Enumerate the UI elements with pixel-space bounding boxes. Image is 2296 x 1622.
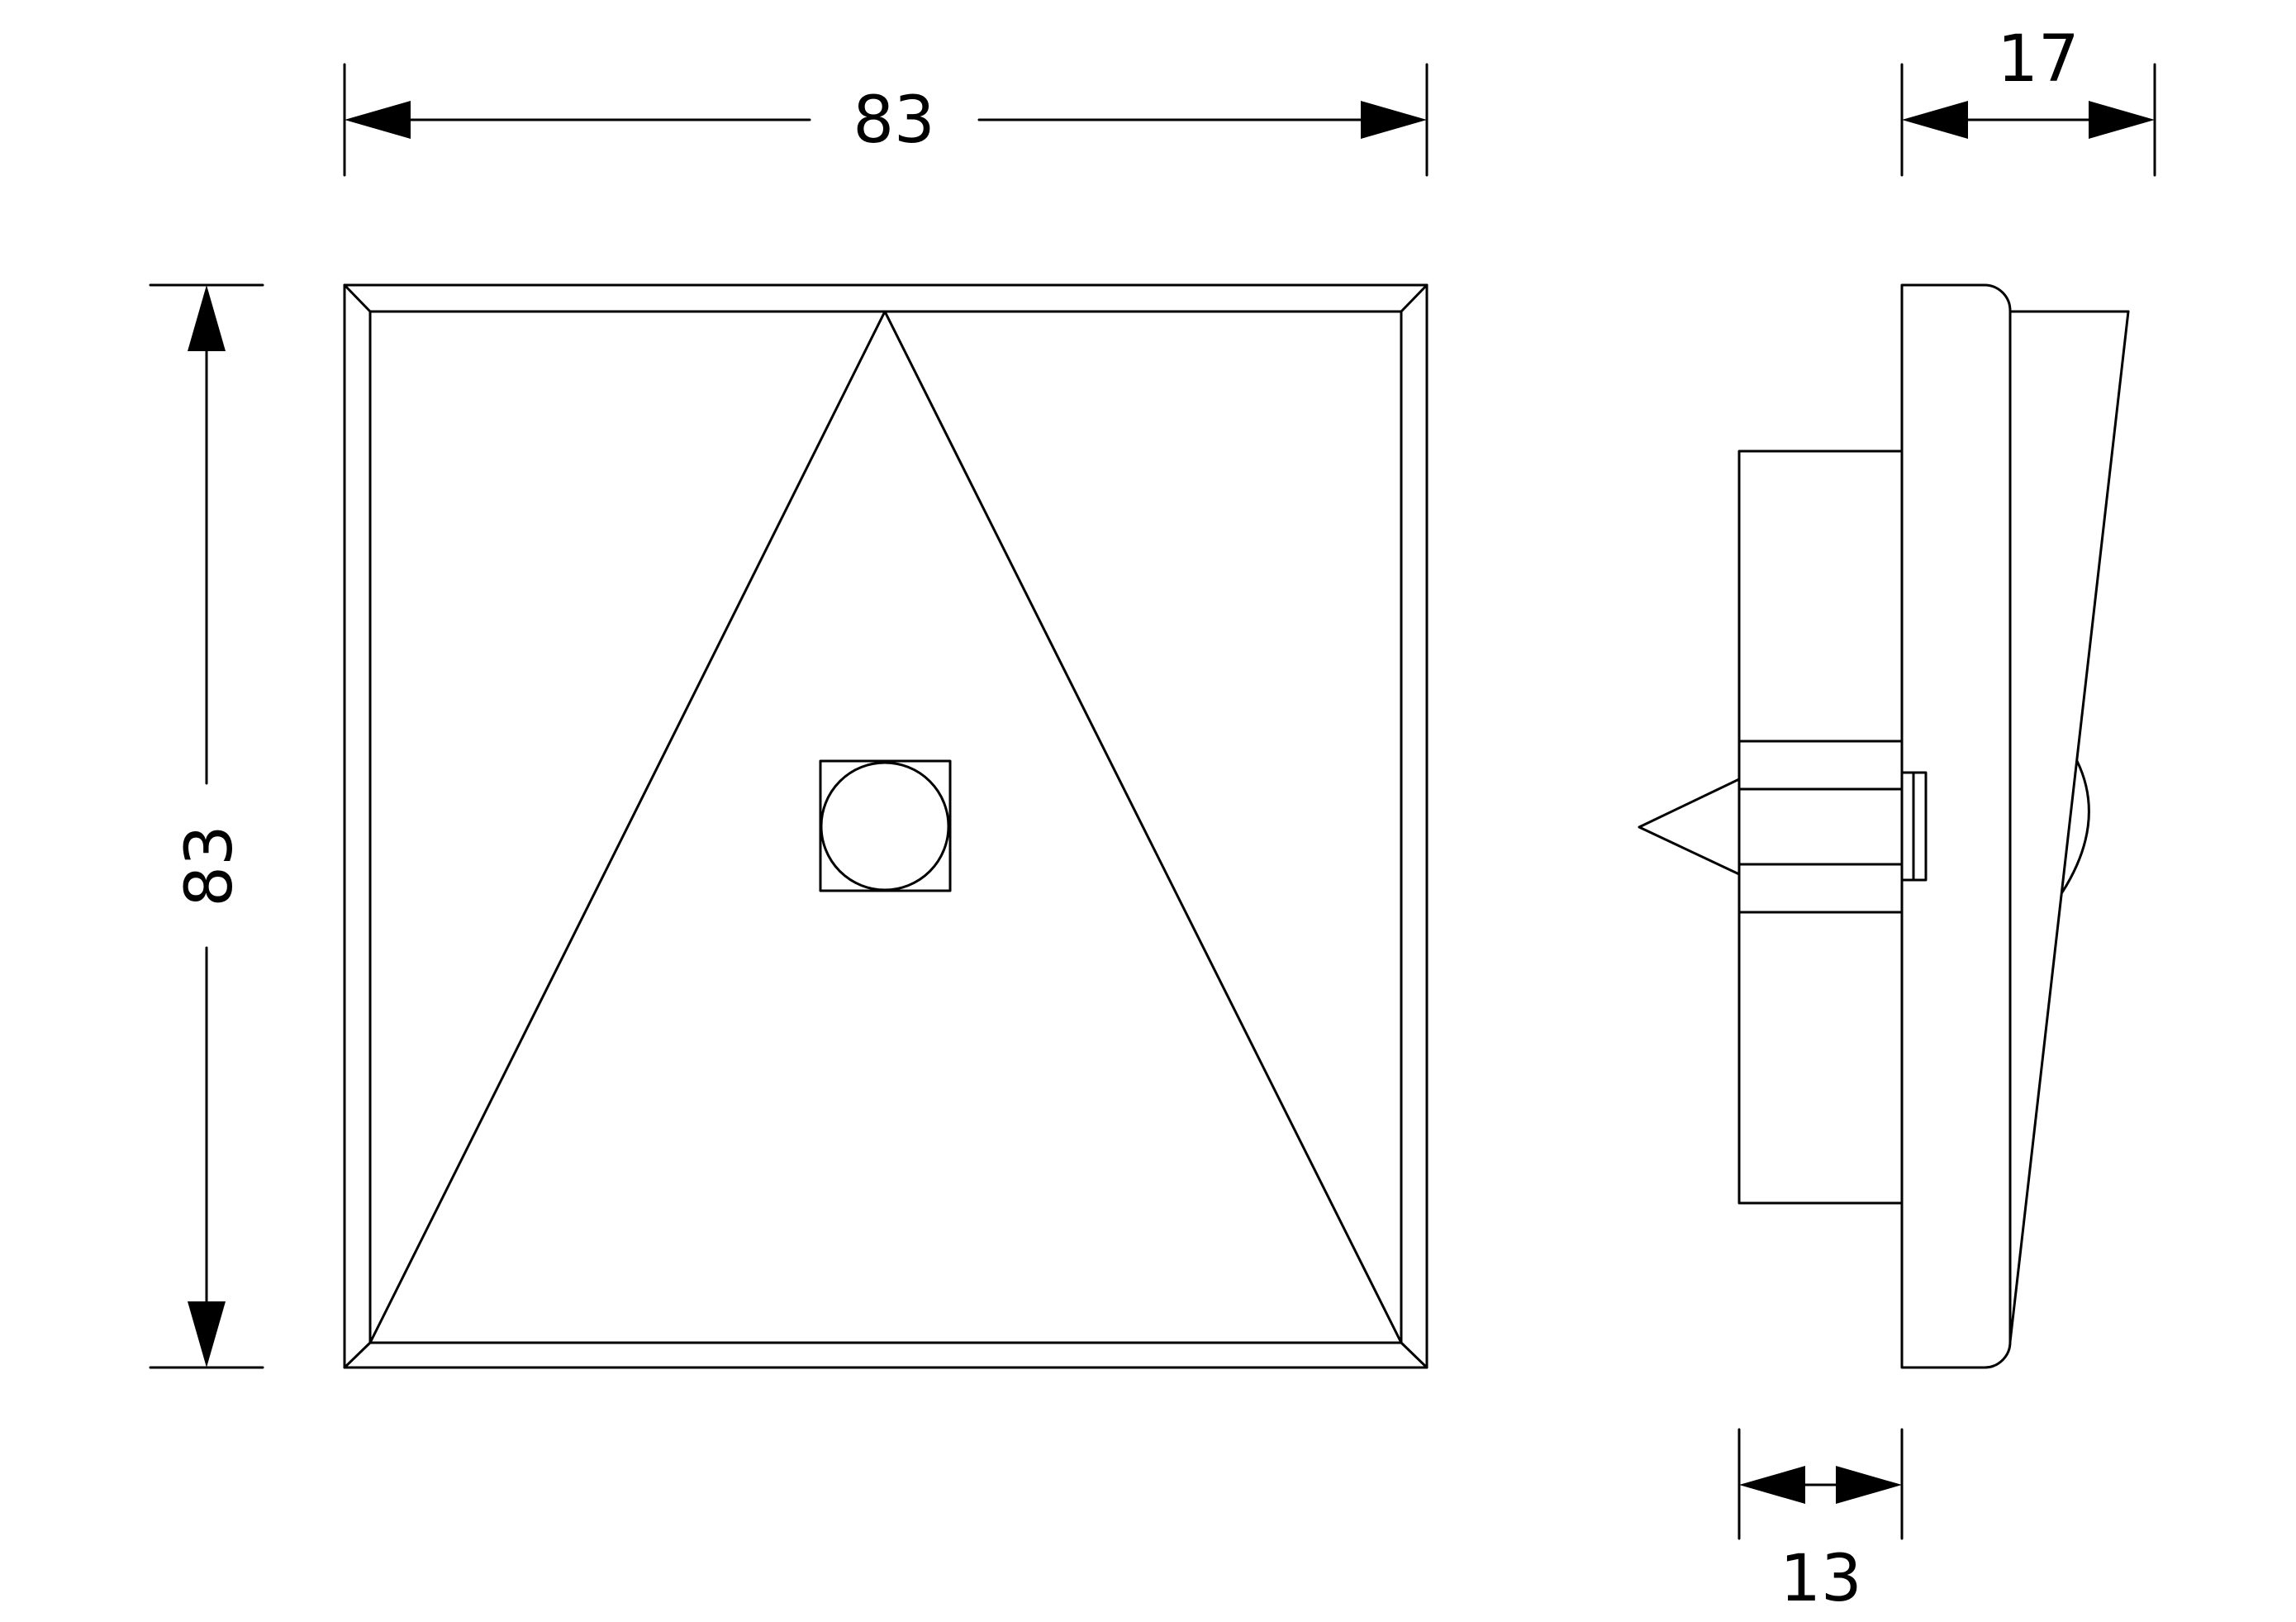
front-inner-frame	[368, 310, 1403, 1344]
depth-base-dimension: 13	[1737, 1428, 1904, 1616]
bevel-top-right	[1400, 283, 1428, 313]
depth-total-dimension: 17	[1900, 22, 2156, 177]
reflector-triangle	[368, 310, 1403, 1344]
side-view	[1638, 283, 2130, 1369]
depth-base-label: 13	[1780, 1542, 1861, 1616]
height-arrow-top	[188, 285, 226, 351]
height-arrow-bottom	[188, 1301, 226, 1368]
width-dimension: 83	[343, 63, 1428, 177]
width-arrow-right	[1361, 101, 1427, 139]
front-outer-frame	[343, 283, 1428, 1369]
side-mount-base	[1737, 449, 1904, 1205]
bevel-bottom-left	[343, 1341, 372, 1369]
bevel-bottom-right	[1400, 1341, 1428, 1369]
front-view	[343, 283, 1428, 1369]
height-label: 83	[173, 825, 247, 906]
base-arrow-left	[1739, 1466, 1805, 1504]
depth-arrow-left	[1902, 101, 1968, 139]
side-body-plate	[1900, 283, 2012, 1369]
depth-arrow-right	[2089, 101, 2155, 139]
bevel-top-left	[343, 283, 372, 313]
depth-total-label: 17	[1997, 22, 2079, 97]
base-arrow-right	[1836, 1466, 1902, 1504]
side-spike	[1638, 778, 1741, 876]
mounting-hole	[820, 761, 950, 892]
width-label: 83	[853, 83, 934, 158]
width-arrow-left	[345, 101, 411, 139]
side-lens-bulge	[2061, 759, 2090, 894]
side-reflector-slope	[2008, 310, 2130, 1344]
height-dimension: 83	[149, 283, 264, 1369]
